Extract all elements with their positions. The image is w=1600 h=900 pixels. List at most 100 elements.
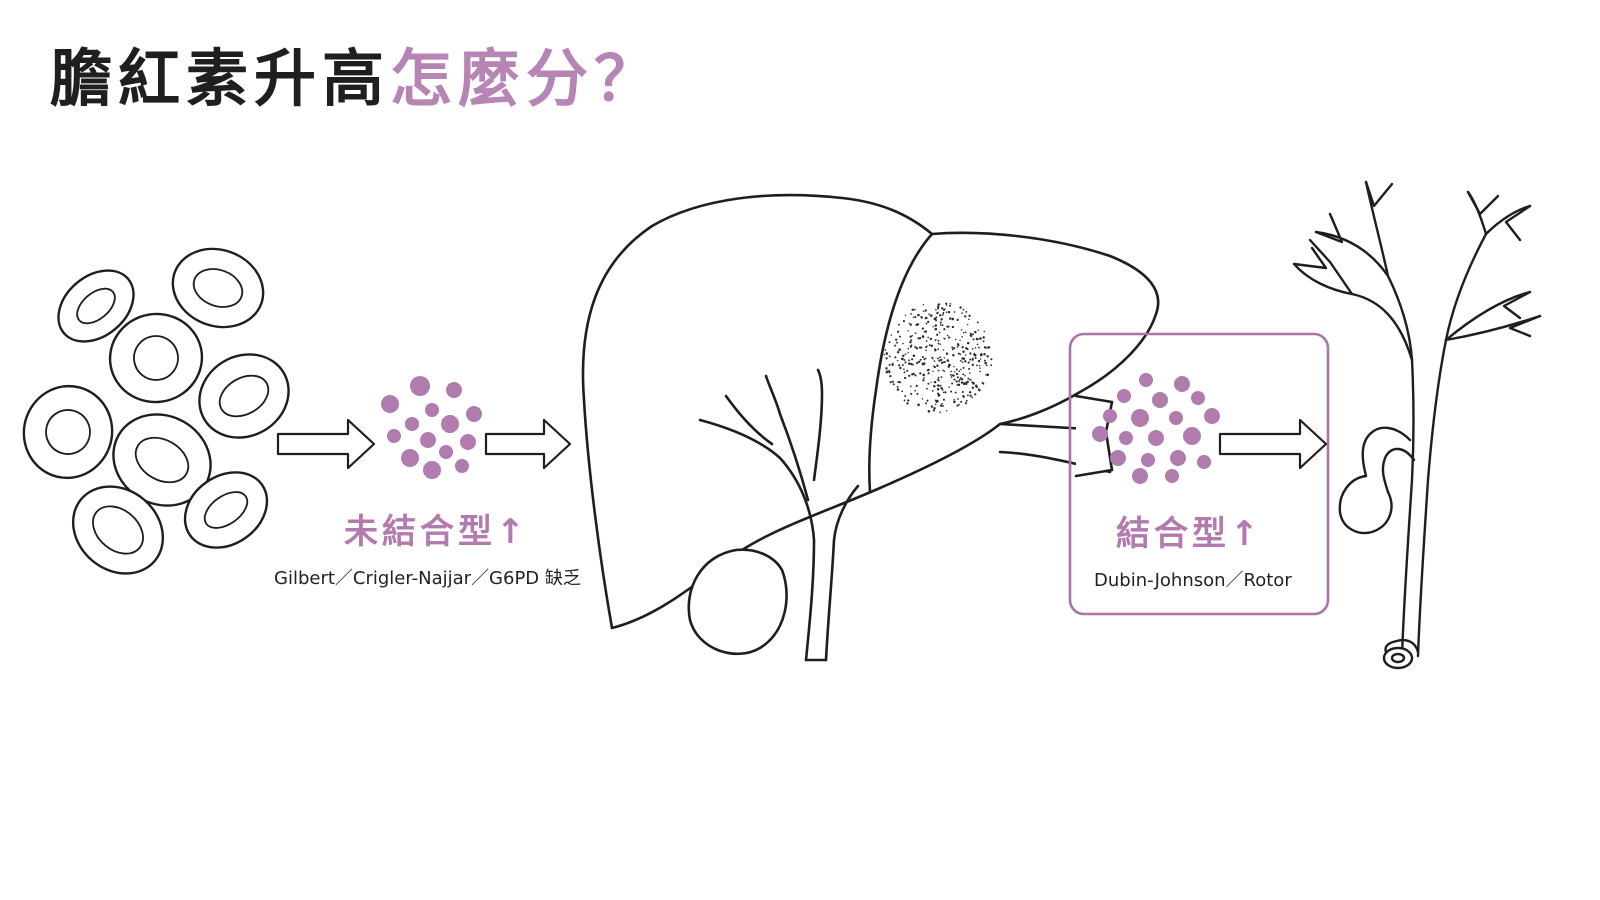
stipple-dot [976, 343, 979, 346]
stipple-dot [961, 346, 964, 349]
stipple-dot [924, 316, 927, 320]
stipple-dot [940, 358, 943, 361]
stipple-dot [915, 323, 918, 327]
stipple-dot [957, 344, 960, 347]
stipple-dot [972, 333, 974, 336]
stipple-dot [938, 393, 940, 396]
stipple-dot [937, 342, 940, 345]
stipple-dot [964, 360, 967, 363]
stipple-dot [897, 364, 901, 367]
stipple-dot [895, 338, 898, 341]
stipple-dot [934, 327, 938, 331]
stipple-dot [909, 335, 912, 338]
stipple-dot [898, 348, 901, 351]
stipple-dot [990, 358, 993, 361]
stipple-dot [932, 325, 934, 328]
stipple-dot [939, 321, 942, 324]
stipple-dot [942, 391, 945, 394]
stipple-dot [926, 399, 929, 402]
stipple-dot [925, 322, 928, 325]
stipple-dot [954, 338, 957, 341]
stipple-dot [932, 365, 935, 367]
stipple-dot [907, 347, 910, 350]
stipple-dot [965, 382, 968, 386]
stipple-dot [979, 367, 981, 369]
stipple-dot [964, 381, 966, 384]
stipple-dot [923, 377, 925, 379]
stipple-dot [906, 402, 909, 405]
stipple-dot [955, 372, 959, 376]
stipple-dot [914, 315, 917, 318]
stipple-dot [936, 357, 939, 360]
stipple-dot [888, 355, 891, 358]
stipple-dot [937, 303, 940, 306]
stipple-dot [939, 314, 942, 317]
stipple-dot [886, 370, 889, 373]
red-blood-cell [22, 384, 114, 480]
stipple-dot [892, 383, 895, 386]
stipple-dot [914, 345, 917, 349]
stipple-dot [908, 322, 911, 325]
stipple-dot [979, 358, 982, 360]
stipple-dot [954, 391, 957, 394]
stipple-dot [984, 361, 988, 365]
stipple-dot [969, 358, 972, 361]
stipple-dot [937, 394, 940, 397]
stipple-dot [907, 330, 909, 332]
stipple-dot [953, 311, 956, 313]
stipple-dot [971, 363, 974, 366]
stipple-dot [957, 352, 960, 355]
stipple-dot [982, 336, 985, 339]
stipple-dot [968, 378, 971, 381]
stipple-dot [953, 378, 956, 381]
stipple-dot [941, 389, 944, 391]
stipple-dot [972, 357, 974, 360]
stipple-dot [965, 310, 968, 313]
stipple-dot [912, 354, 916, 358]
stipple-dot [889, 381, 892, 384]
stipple-dot [947, 310, 951, 314]
stipple-dot [922, 362, 926, 365]
stipple-dot [889, 374, 892, 378]
stipple-dot [976, 364, 978, 367]
stipple-dot [968, 391, 972, 394]
unconjugated-label: 未結合型↑ [344, 512, 529, 552]
stipple-dot [959, 353, 962, 356]
stipple-dot [972, 382, 975, 385]
stipple-dot [968, 314, 971, 317]
stipple-dot [939, 411, 941, 414]
stipple-dot [958, 380, 961, 383]
stipple-dot [961, 312, 963, 314]
stipple-dot [937, 339, 940, 342]
liver-outline [581, 193, 1160, 630]
stipple-dot [969, 378, 972, 381]
stipple-dot [964, 331, 967, 334]
stipple-dot [884, 349, 887, 351]
stipple-dot [944, 391, 947, 394]
stipple-dot [898, 381, 902, 384]
stipple-dot [937, 384, 940, 387]
stipple-dot [967, 324, 969, 326]
stipple-dot [940, 318, 943, 321]
stipple-dot [921, 398, 924, 400]
stipple-dot [899, 366, 902, 370]
stipple-dot [949, 303, 952, 305]
stipple-dot [933, 384, 936, 388]
stipple-dot [948, 317, 952, 320]
stipple-dot [907, 351, 909, 354]
stipple-dot [933, 317, 937, 321]
stipple-dot [885, 352, 889, 355]
stipple-dot [964, 374, 966, 377]
stipple-dot [944, 308, 946, 310]
stipple-dot [933, 380, 937, 384]
stipple-dot [914, 389, 916, 392]
stipple-dot [980, 352, 983, 355]
stipple-dot [888, 371, 891, 374]
stipple-dot [894, 356, 897, 358]
stipple-dot [910, 339, 913, 342]
stipple-dot [925, 340, 928, 342]
stipple-dot [943, 328, 946, 331]
stipple-dot [933, 360, 936, 362]
stipple-dot [966, 394, 969, 397]
stipple-dot [891, 362, 894, 366]
